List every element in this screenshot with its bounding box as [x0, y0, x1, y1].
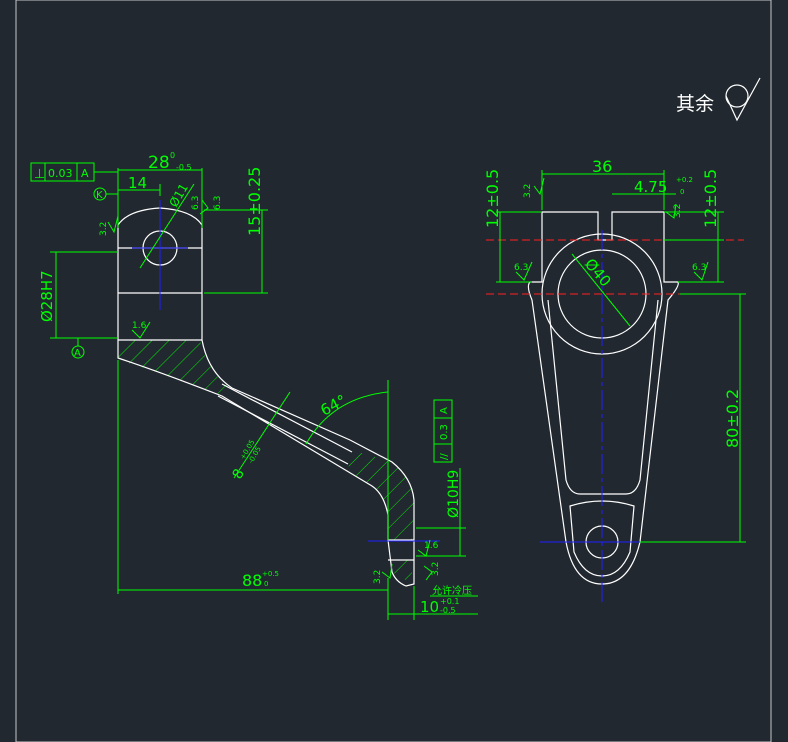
datum-a: A [74, 348, 81, 359]
svg-text:3.2: 3.2 [99, 222, 109, 236]
svg-text:0.03: 0.03 [48, 167, 73, 180]
right-view: 36 4.75 +0.2 0 3.2 3.2 6.3 6.3 12±0.5 12… [483, 157, 746, 606]
dim-angle: 64° [317, 391, 349, 419]
svg-text:6.3: 6.3 [191, 196, 201, 210]
drawing-border [15, 0, 772, 742]
svg-text:A: A [439, 407, 450, 414]
dim-offset: 14 [128, 174, 147, 192]
dim-right-left-height: 12±0.5 [483, 169, 502, 228]
right-body-outline [527, 211, 679, 585]
dim-bore: Ø28H7 [38, 270, 56, 322]
svg-text:3.2: 3.2 [673, 204, 683, 218]
svg-text:-0.5: -0.5 [176, 163, 192, 172]
part-outline [117, 207, 415, 587]
dim-end-hole: Ø10H9 [446, 470, 462, 518]
dim-top-width: 28 [148, 153, 170, 173]
svg-text:6.3: 6.3 [692, 263, 706, 273]
left-view: ⊥ 0.03 A K 28 0 -0.5 14 Ø11 3.2 6.3 6.3 [30, 151, 478, 620]
dim-slot: 8 [230, 466, 248, 482]
dim-right-dia: Ø40 [581, 255, 615, 290]
svg-text:0.3: 0.3 [439, 424, 450, 440]
dim-right-slot: 4.75 [634, 178, 667, 196]
datum-k: K [96, 190, 103, 201]
svg-text:3.2: 3.2 [431, 562, 441, 576]
svg-text:+0.2: +0.2 [676, 176, 693, 184]
svg-text:0: 0 [680, 188, 684, 196]
svg-text:+0.1: +0.1 [440, 597, 459, 606]
svg-text:1.6: 1.6 [132, 321, 147, 331]
dim-length: 88 [242, 571, 262, 590]
surface-note: 其余 [676, 77, 761, 122]
svg-text:6.3: 6.3 [514, 263, 528, 273]
svg-text://: // [439, 453, 450, 460]
svg-text:6.3: 6.3 [213, 196, 223, 210]
hatch-bottom [392, 560, 412, 584]
dim-center-distance: 80±0.2 [723, 389, 742, 448]
svg-text:-0.5: -0.5 [440, 606, 456, 615]
dim-height: 15±0.25 [245, 167, 264, 236]
svg-text:+0.5: +0.5 [262, 570, 279, 578]
svg-text:1.6: 1.6 [424, 541, 439, 551]
cold-press-note: 允许冷压 [432, 584, 472, 597]
surface-remainder-label: 其余 [676, 93, 714, 115]
dim-right-right-height: 12±0.5 [701, 169, 720, 228]
hatch-hub [118, 340, 230, 396]
svg-text:0: 0 [170, 151, 175, 160]
perpendicularity-frame: ⊥ 0.03 A [30, 162, 118, 182]
svg-text:A: A [81, 167, 89, 180]
dim-thickness: 10 [420, 598, 439, 616]
dim-right-width: 36 [592, 157, 612, 176]
parallelism-frame: A 0.3 // [433, 399, 453, 463]
roughness-top-left: 3.2 6.3 6.3 [99, 196, 223, 236]
svg-text:0: 0 [264, 580, 268, 588]
svg-text:3.2: 3.2 [373, 570, 383, 584]
svg-text:⊥: ⊥ [34, 167, 45, 182]
svg-text:3.2: 3.2 [523, 184, 533, 198]
